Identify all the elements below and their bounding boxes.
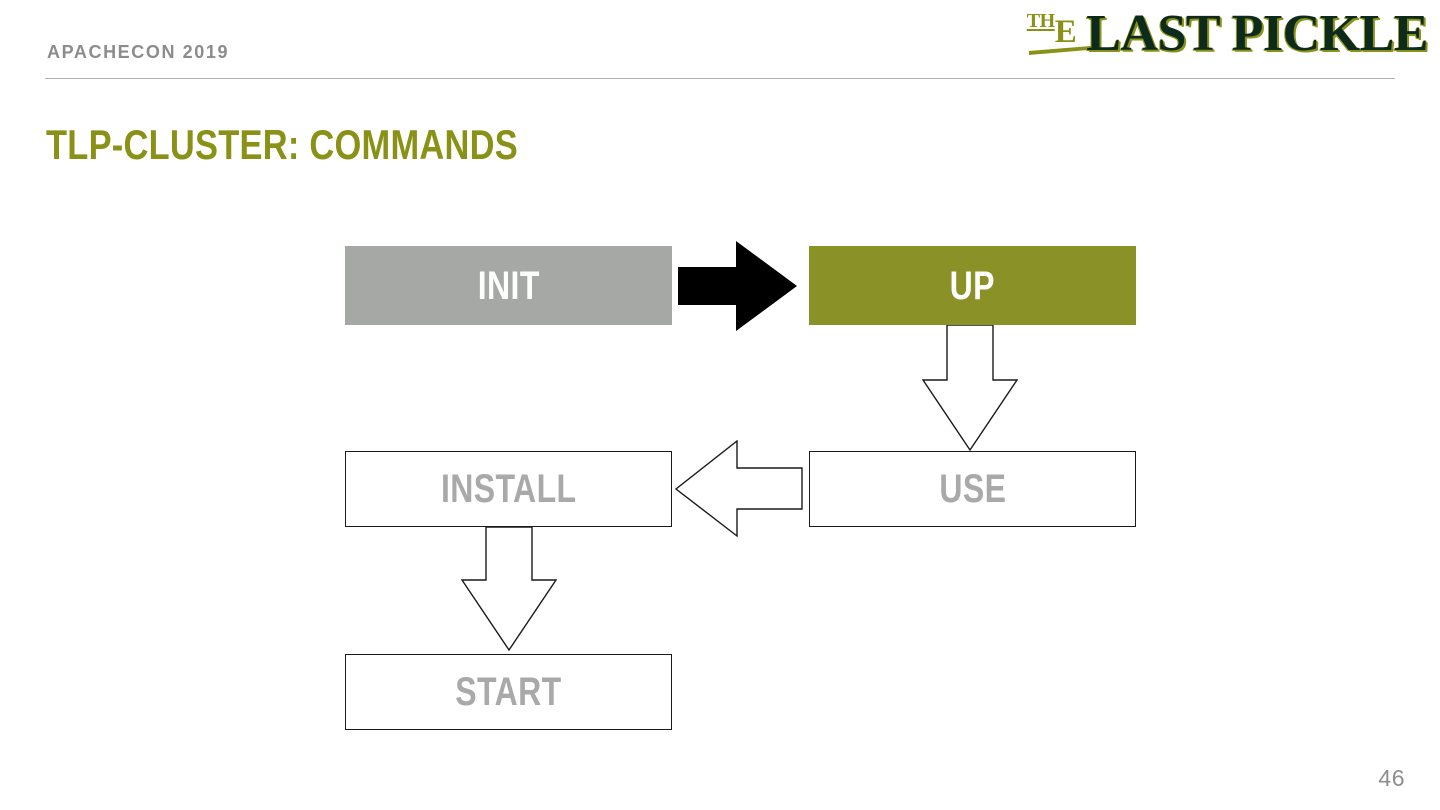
arrow-init-to-up-icon [678,239,798,333]
page-number: 46 [1378,765,1405,791]
logo-swoosh-icon [1028,46,1091,55]
event-eyebrow: APACHECON 2019 [47,42,230,62]
flow-node-init[interactable]: INIT [345,246,672,325]
arrow-use-to-install-icon [674,439,803,538]
flow-node-start[interactable]: START [345,654,672,730]
logo-the-rest: E [1054,14,1077,50]
flow-node-install-label: INSTALL [440,467,577,511]
logo-word-last-pickle: LAST PICKLE [1086,5,1428,62]
flow-node-install[interactable]: INSTALL [345,451,672,527]
logo-the-sup: TH [1026,10,1055,32]
arrow-up-to-use-icon [921,324,1019,452]
flow-node-up[interactable]: UP [809,246,1136,325]
arrow-install-to-start-icon [460,526,558,652]
flow-node-start-label: START [455,670,562,714]
flow-node-up-label: UP [949,263,996,308]
header-divider [45,78,1395,79]
flow-node-init-label: INIT [477,263,540,308]
the-last-pickle-logo: THE LAST PICKLE [1027,5,1429,68]
logo-word-the: THE [1027,11,1091,55]
flow-node-use-label: USE [939,467,1006,511]
flow-node-use[interactable]: USE [809,451,1136,527]
page-title: TLP-CLUSTER: COMMANDS [46,121,518,168]
